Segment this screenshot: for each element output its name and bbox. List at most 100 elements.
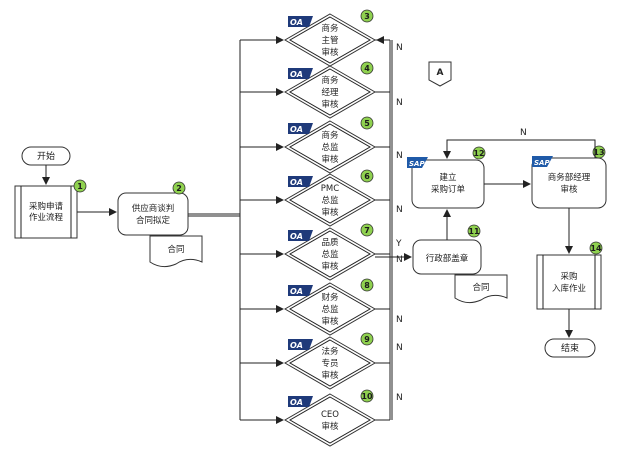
create-po-process: 建立 采购订单 — [411, 159, 485, 209]
svg-text:9: 9 — [364, 335, 370, 344]
contract-document-2: 合同 — [454, 274, 508, 304]
review-label-line: 总监 — [321, 249, 339, 260]
review-label-line: 品质 — [321, 237, 339, 248]
svg-text:OA: OA — [290, 341, 303, 350]
start-label: 开始 — [37, 150, 55, 162]
review-label-line: 商务 — [321, 130, 339, 141]
svg-text:8: 8 — [364, 281, 370, 290]
review-label-line: 主管 — [321, 35, 338, 46]
svg-text:13: 13 — [593, 148, 604, 157]
review-label-line: 总监 — [321, 195, 339, 206]
step-badge-1: 1 — [73, 179, 87, 193]
dept-manager-line-1: 商务部经理 — [548, 172, 591, 183]
review-decisions: 商务主管审核OA3N商务经理审核OA4N商务总监审核OA5NPMC总监审核OA6… — [240, 9, 403, 447]
svg-text:1: 1 — [77, 182, 83, 191]
svg-text:6: 6 — [364, 172, 370, 181]
negotiation-line-1: 供应商谈判 — [132, 203, 175, 214]
admin-seal-process: 行政部盖章 — [412, 239, 482, 275]
warehousing-line-2: 入库作业 — [552, 283, 586, 294]
sap-badge-manager: SAP — [532, 156, 553, 167]
svg-text:OA: OA — [290, 18, 303, 27]
svg-text:14: 14 — [590, 244, 602, 253]
requisition-line-2: 作业流程 — [29, 212, 64, 223]
svg-text:OA: OA — [290, 287, 303, 296]
requisition-process: 采购申请 作业流程 — [14, 185, 78, 239]
review-label-line: 审核 — [321, 207, 339, 218]
oa-badge: OA — [288, 123, 313, 134]
no-label: N — [396, 315, 403, 325]
review-label-line: CEO — [321, 410, 339, 420]
review-label-line: PMC — [321, 184, 339, 194]
review-label-line: 审核 — [321, 316, 339, 327]
no-label: N — [396, 393, 403, 403]
svg-text:SAP: SAP — [409, 160, 425, 168]
review-label-line: 审核 — [321, 370, 339, 381]
svg-text:OA: OA — [290, 178, 303, 187]
svg-text:2: 2 — [176, 184, 182, 193]
create-po-line-1: 建立 — [439, 172, 457, 183]
step-badge-12: 12 — [472, 146, 486, 160]
step-badge-3: 3 — [360, 9, 374, 23]
svg-text:OA: OA — [290, 232, 303, 241]
step-badge-4: 4 — [360, 61, 374, 75]
oa-badge: OA — [288, 16, 313, 27]
warehousing-line-1: 采购 — [560, 271, 577, 282]
review-label-line: 审核 — [321, 47, 339, 58]
yes-label: Y — [395, 239, 402, 249]
no-label: N — [396, 205, 403, 215]
contract-label-1: 合同 — [167, 244, 184, 255]
svg-text:OA: OA — [290, 125, 303, 134]
step-badge-10: 10 — [360, 389, 374, 403]
no-label: N — [396, 43, 403, 53]
step-badge-11: 11 — [467, 224, 481, 238]
oa-badge: OA — [288, 176, 313, 187]
oa-badge: OA — [288, 396, 313, 407]
review-label-line: 商务 — [321, 75, 339, 86]
negotiation-process: 供应商谈判 合同拟定 — [117, 192, 189, 236]
svg-text:OA: OA — [290, 70, 303, 79]
review-label-line: 总监 — [321, 142, 339, 153]
svg-text:7: 7 — [364, 226, 370, 235]
oa-badge: OA — [288, 285, 313, 296]
dept-manager-review: 商务部经理 审核 — [531, 157, 607, 209]
review-label-line: 审核 — [321, 261, 339, 272]
svg-text:OA: OA — [290, 398, 303, 407]
no-label: N — [396, 343, 403, 353]
dept-manager-line-2: 审核 — [560, 184, 578, 195]
manager-reject-loop — [443, 139, 596, 159]
end-label: 结束 — [561, 342, 579, 354]
no-label: N — [396, 151, 403, 161]
start-terminal: 开始 — [21, 146, 71, 166]
end-terminal: 结束 — [544, 338, 596, 358]
connector-label: A — [437, 68, 444, 78]
oa-badge: OA — [288, 68, 313, 79]
oa-badge: OA — [288, 339, 313, 350]
svg-text:4: 4 — [364, 64, 370, 73]
review-label-line: 审核 — [321, 154, 339, 165]
step-badge-14: 14 — [589, 241, 603, 255]
contract-document-1: 合同 — [149, 235, 203, 268]
step-badge-6: 6 — [360, 169, 374, 183]
svg-text:10: 10 — [361, 392, 373, 401]
review-label-line: 商务 — [321, 23, 339, 34]
svg-text:3: 3 — [364, 12, 370, 21]
negotiation-line-2: 合同拟定 — [136, 215, 171, 226]
step-badge-13: 13 — [592, 145, 606, 159]
sap-badge-po: SAP — [407, 157, 428, 168]
svg-text:5: 5 — [364, 119, 370, 128]
create-po-line-2: 采购订单 — [431, 184, 466, 195]
warehousing-process: 采购 入库作业 — [536, 254, 602, 310]
review-label-line: 经理 — [321, 87, 339, 98]
step-badge-7: 7 — [360, 223, 374, 237]
no-label: N — [396, 98, 403, 108]
review-label-line: 法务 — [321, 346, 339, 357]
step-badge-8: 8 — [360, 278, 374, 292]
svg-text:SAP: SAP — [534, 159, 550, 167]
